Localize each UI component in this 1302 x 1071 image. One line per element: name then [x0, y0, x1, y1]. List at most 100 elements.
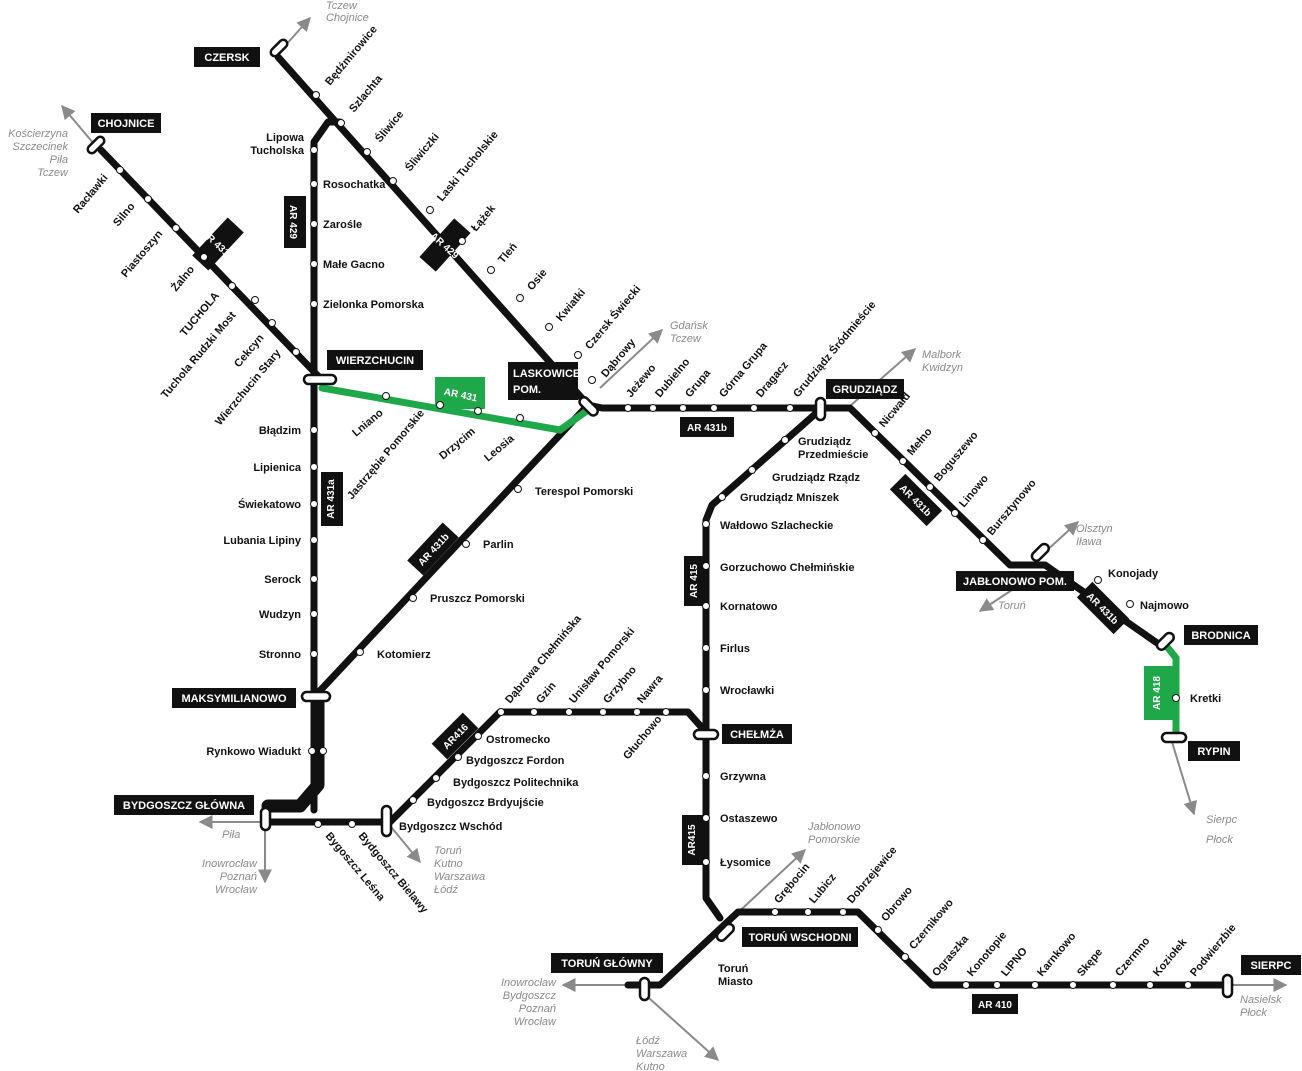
hub-brodnica[interactable]: BRODNICA	[1184, 625, 1258, 645]
station-byd-fordon[interactable]: Bydgoszcz Fordon	[466, 755, 565, 767]
station-grupa[interactable]: Grupa	[683, 367, 714, 400]
hub-jablonowo[interactable]: JABŁONOWO POM.	[956, 571, 1074, 591]
station-grudz-mniszek[interactable]: Grudziądz Mniszek	[740, 492, 840, 504]
station-lubicz[interactable]: Lubicz	[807, 871, 839, 906]
station-rosochatka[interactable]: Rosochatka	[323, 179, 386, 191]
station-dobrzejewice[interactable]: Dobrzejewice	[845, 844, 899, 906]
hub-grudziadz[interactable]: GRUDZIĄDZ	[826, 379, 904, 399]
station-lazek[interactable]: Łążek	[469, 202, 498, 234]
hub-chelmza[interactable]: CHEŁMŻA	[722, 724, 792, 744]
station-torun-miasto-2[interactable]: Miasto	[718, 976, 753, 988]
station-ostaszewo[interactable]: Ostaszewo	[720, 813, 778, 825]
station-najmowo[interactable]: Najmowo	[1140, 600, 1189, 612]
station-byd-wschod[interactable]: Bydgoszcz Wschód	[399, 821, 502, 833]
station-laski[interactable]: Laski Tucholskie	[435, 129, 501, 204]
hub-laskowice[interactable]: LASKOWICE POM.	[508, 362, 580, 400]
station-skepe[interactable]: Skępe	[1075, 946, 1105, 979]
dir-sierpc-2: Płock	[1240, 1007, 1267, 1019]
station-drzycim[interactable]: Drzycim	[437, 425, 478, 462]
station-gzin[interactable]: Gzin	[534, 680, 559, 706]
station-koziolek[interactable]: Koziołek	[1151, 936, 1190, 979]
station-kornatowo[interactable]: Kornatowo	[720, 601, 778, 613]
station-serock[interactable]: Serock	[264, 574, 302, 586]
hub-chojnice[interactable]: CHOJNICE	[91, 113, 161, 133]
station-grudz-przedm-2[interactable]: Przedmieście	[798, 449, 868, 461]
station-osie[interactable]: Osie	[525, 267, 550, 293]
station-linowo[interactable]: Linowo	[957, 473, 991, 510]
station-sliwiczki[interactable]: Śliwiczki	[402, 130, 441, 173]
hub-torun-wschodni[interactable]: TORUŃ WSCHODNI	[742, 927, 858, 947]
hub-torun-glowny[interactable]: TORUŃ GŁÓWNY	[551, 953, 663, 973]
station-pruszcz[interactable]: Pruszcz Pomorski	[430, 593, 525, 605]
dir-bydwsch-2: Kutno	[434, 858, 463, 870]
station-rynkowo[interactable]: Rynkowo Wiadukt	[206, 746, 301, 758]
station-bladzim[interactable]: Błądzim	[259, 425, 301, 437]
station-podwierzbie[interactable]: Podwierzbie	[1188, 922, 1238, 979]
station-raclawki[interactable]: Racławki	[71, 172, 110, 216]
station-waldowo[interactable]: Wałdowo Szlacheckie	[720, 520, 833, 532]
station-kwiatki[interactable]: Kwiatki	[554, 287, 588, 324]
station-gorzuchowo[interactable]: Gorzuchowo Chełmińskie	[720, 562, 854, 574]
station-stronno[interactable]: Stronno	[259, 649, 301, 661]
svg-text:GRUDZIĄDZ: GRUDZIĄDZ	[833, 384, 898, 396]
arrow-laskowice	[599, 329, 664, 389]
station-karnkowo[interactable]: Karnkowo	[1035, 930, 1079, 979]
dir-torunw-1: Jabłonowo	[807, 821, 861, 833]
station-jastrzebie[interactable]: Jastrzębie Pomorskie	[345, 408, 427, 502]
station-zielonka[interactable]: Zielonka Pomorska	[323, 299, 425, 311]
station-lniano[interactable]: Lniano	[350, 407, 386, 440]
station-zalno[interactable]: Żalno	[168, 263, 197, 294]
station-byd-polit[interactable]: Bydgoszcz Politechnika	[453, 777, 579, 789]
station-grzywna[interactable]: Grzywna	[720, 771, 767, 783]
station-lipowa-2[interactable]: Tucholska	[250, 145, 304, 157]
station-lipienica[interactable]: Lipienica	[253, 462, 302, 474]
hub-wierzchucin[interactable]: WIERZCHUCIN	[327, 350, 423, 370]
hub-czersk[interactable]: CZERSK	[194, 47, 260, 67]
station-lipowa-1[interactable]: Lipowa	[266, 132, 305, 144]
station-wudzyn[interactable]: Wudzyn	[259, 609, 301, 621]
station-kretki[interactable]: Kretki	[1190, 693, 1221, 705]
hub-maksymilianowo[interactable]: MAKSYMILIANOWO	[172, 688, 296, 708]
station-czermno[interactable]: Czermno	[1113, 935, 1153, 979]
station-terespol[interactable]: Terespol Pomorski	[535, 486, 633, 498]
station-szlachta[interactable]: Szlachta	[347, 72, 385, 115]
station-boguszewo[interactable]: Boguszewo	[932, 429, 981, 484]
station-obrowo[interactable]: Obrowo	[879, 884, 915, 924]
station-gluchowo[interactable]: Głuchowo	[621, 713, 665, 762]
station-sliwice[interactable]: Śliwice	[372, 108, 406, 145]
station-leosia[interactable]: Leosia	[482, 432, 517, 464]
station-czernikowo[interactable]: Czernikowo	[907, 897, 956, 952]
station-parlin[interactable]: Parlin	[483, 539, 514, 551]
station-grzybno[interactable]: Grzybno	[601, 664, 639, 706]
station-jezewo[interactable]: Jeżewo	[624, 362, 659, 400]
station-konojady[interactable]: Konojady	[1108, 568, 1159, 580]
hub-sierpc[interactable]: SIERPC	[1241, 955, 1301, 975]
station-melno[interactable]: Mełno	[905, 426, 935, 458]
station-grudz-przedm-1[interactable]: Grudziądz	[798, 436, 852, 448]
hub-rypin[interactable]: RYPIN	[1188, 741, 1240, 761]
station-byd-brdy[interactable]: Bydgoszcz Brdyujście	[427, 797, 544, 809]
station-male-gacno[interactable]: Małe Gacno	[323, 259, 385, 271]
station-zarosle[interactable]: Zarośle	[323, 219, 362, 231]
dir-bydgoszcz-2: Inowrocław	[202, 858, 258, 870]
station-silno[interactable]: Silno	[111, 200, 138, 229]
station-piastoszyn[interactable]: Piastoszyn	[119, 228, 165, 280]
station-dragacz[interactable]: Dragacz	[754, 359, 791, 400]
station-kotomierz[interactable]: Kotomierz	[377, 649, 431, 661]
station-lubania[interactable]: Lubania Lipiny	[223, 535, 301, 547]
station-grudz-rzadz[interactable]: Grudziądz Rządz	[772, 472, 861, 484]
station-firlus[interactable]: Firlus	[720, 643, 750, 655]
station-byd-lesna[interactable]: Bygoszcz Leśna	[323, 830, 388, 904]
station-swiekatowo[interactable]: Świekatowo	[238, 498, 301, 511]
station-tlen[interactable]: Tleń	[496, 241, 520, 266]
station-lipno[interactable]: LIPNO	[999, 945, 1030, 979]
station-lysomice[interactable]: Łysomice	[720, 857, 771, 869]
station-ostromecko[interactable]: Ostromecko	[486, 734, 550, 746]
station-torun-miasto-1[interactable]: Toruń	[718, 963, 749, 975]
station-unislaw[interactable]: Unisław Pomorski	[567, 626, 637, 706]
station-wroclawki[interactable]: Wrocławki	[720, 685, 774, 697]
station-grebocin[interactable]: Grębocin	[772, 861, 812, 906]
station-bursztynowo[interactable]: Bursztynowo	[985, 477, 1039, 538]
hub-bydgoszcz[interactable]: BYDGOSZCZ GŁÓWNA	[114, 795, 254, 815]
station-nawra[interactable]: Nawra	[635, 672, 666, 706]
